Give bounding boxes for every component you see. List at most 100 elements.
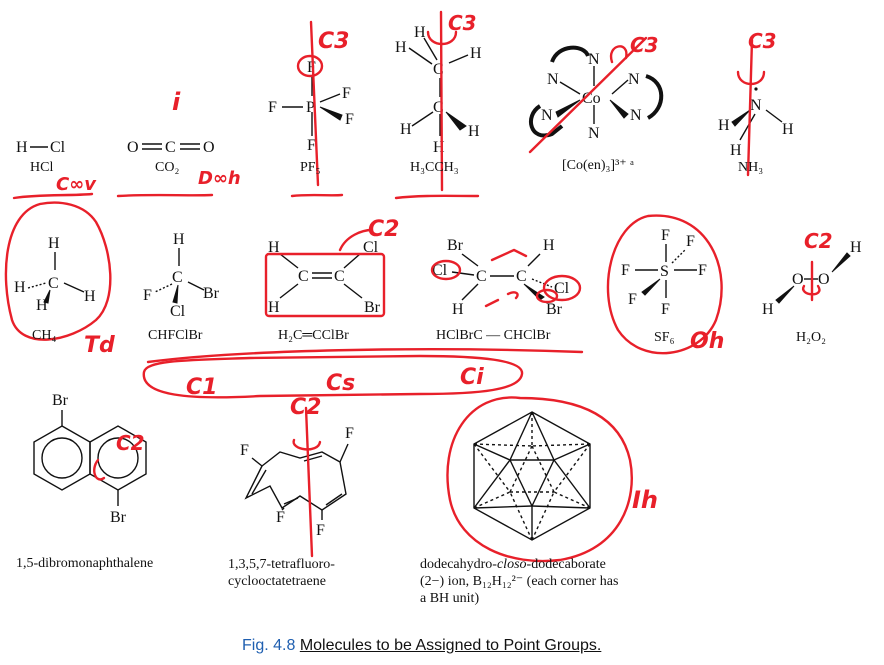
svg-text:Cl: Cl	[554, 280, 570, 297]
svg-text:Br: Br	[203, 285, 220, 302]
svg-text:F: F	[240, 442, 249, 459]
co2-structure: O C O	[127, 139, 215, 156]
svg-text:O: O	[203, 139, 215, 156]
sf6-structure: F F F S F F F	[621, 227, 707, 318]
annotation-c1: C1	[186, 375, 217, 400]
svg-text:H: H	[400, 121, 412, 138]
svg-text:Br: Br	[447, 237, 464, 254]
svg-text:F: F	[698, 262, 707, 279]
svg-text:F: F	[686, 233, 695, 250]
svg-text:H: H	[452, 301, 464, 318]
svg-text:F: F	[661, 301, 670, 318]
svg-text:F: F	[345, 425, 354, 442]
svg-text:P: P	[306, 99, 315, 116]
svg-text:O: O	[792, 271, 804, 288]
label-tetrafluoro-cot: 1,3,5,7-tetrafluoro- cyclooctatetraene	[228, 557, 335, 589]
svg-text:Cl: Cl	[432, 262, 448, 279]
svg-text:H: H	[433, 139, 445, 156]
svg-text:H: H	[414, 24, 426, 41]
annotation-cs: Cs	[326, 371, 355, 396]
label-chfclbr: CHFClBr	[148, 328, 203, 343]
figure-caption: Fig. 4.8 Molecules to be Assigned to Poi…	[242, 637, 601, 655]
svg-text:C: C	[334, 268, 345, 285]
annotation-c2-cot: C2	[290, 395, 321, 420]
svg-text:N: N	[588, 125, 600, 142]
annotation-c2-naph: C2	[116, 431, 145, 455]
annotation-dinfh: D∞h	[198, 168, 241, 189]
label-ch4: CH₄	[32, 328, 57, 343]
svg-text:F: F	[276, 509, 285, 526]
svg-text:O: O	[818, 271, 830, 288]
co-en3-structure: N N N N N N Co	[529, 45, 664, 142]
label-coen: [Co(en)₃]³⁺ ᵃ	[562, 158, 634, 173]
svg-text:C: C	[433, 99, 444, 116]
label-pf5: PF₅	[300, 160, 321, 175]
svg-text:N: N	[541, 107, 553, 124]
annotation-c3-coen: C3	[630, 33, 659, 57]
svg-text:C: C	[48, 275, 59, 292]
hcl-structure: H Cl	[16, 139, 66, 156]
label-h2o2: H₂O₂	[796, 330, 826, 345]
label-ethane: H₃CCH₃	[410, 160, 459, 175]
svg-text:S: S	[660, 263, 669, 280]
label-sf6: SF₆	[654, 330, 675, 345]
svg-text:C: C	[433, 61, 444, 78]
annotation-c3-nh3: C3	[748, 29, 777, 53]
h2c-cclbr-structure: H Cl C C H Br	[268, 239, 381, 316]
tetrafluoro-cot-structure: F F F F	[240, 425, 354, 539]
svg-text:H: H	[14, 279, 26, 296]
svg-text:N: N	[547, 71, 559, 88]
annotation-c3-pf5: C3	[318, 29, 349, 54]
svg-text:H: H	[762, 301, 774, 318]
annotation-ih: Ih	[632, 486, 658, 514]
annotation-td: Td	[84, 333, 115, 358]
svg-text:C: C	[172, 269, 183, 286]
nh3-structure: N H H H	[718, 87, 794, 159]
atom-cl: Cl	[50, 139, 66, 156]
svg-text:F: F	[307, 137, 316, 154]
svg-text:N: N	[630, 107, 642, 124]
svg-text:Cl: Cl	[170, 303, 186, 320]
svg-text:H: H	[543, 237, 555, 254]
svg-text:H: H	[850, 239, 862, 256]
svg-text:F: F	[345, 111, 354, 128]
svg-text:H: H	[48, 235, 60, 252]
chfclbr-structure: H C F Br Cl	[143, 231, 220, 320]
label-h2c-cclbr: H₂C═CClBr	[278, 328, 349, 343]
svg-text:H: H	[468, 123, 480, 140]
figure-number: Fig. 4.8	[242, 637, 296, 654]
pf5-structure: F P F F F F	[268, 59, 354, 154]
svg-text:N: N	[588, 51, 600, 68]
svg-text:C: C	[516, 268, 527, 285]
svg-text:F: F	[316, 522, 325, 539]
label-nh3: NH₃	[738, 160, 764, 175]
svg-text:Br: Br	[546, 301, 563, 318]
svg-text:F: F	[661, 227, 670, 244]
svg-text:Br: Br	[110, 509, 127, 526]
label-dodecaborate: dodecahydro-closo-dodecaborate (2−) ion,…	[420, 557, 619, 606]
svg-text:H: H	[84, 288, 96, 305]
svg-text:N: N	[750, 97, 762, 114]
label-hclbrc-chclbr: HClBrC — CHClBr	[436, 328, 551, 343]
svg-text:F: F	[628, 291, 637, 308]
svg-text:C: C	[165, 139, 176, 156]
svg-text:H: H	[730, 142, 742, 159]
svg-text:F: F	[307, 59, 316, 76]
label-dibromonaphthalene: 1,5-dibromonaphthalene	[16, 556, 154, 571]
annotation-c2-h2o2: C2	[804, 229, 833, 253]
annotation-c3-ethane: C3	[448, 11, 477, 35]
svg-text:Br: Br	[52, 392, 69, 409]
svg-text:H: H	[268, 299, 280, 316]
svg-text:F: F	[268, 99, 277, 116]
ch4-structure: H C H H H	[14, 235, 96, 314]
svg-text:F: F	[143, 287, 152, 304]
annotation-oh: Oh	[690, 329, 724, 354]
icosahedron-structure	[473, 411, 591, 541]
svg-text:H: H	[782, 121, 794, 138]
dibromonaphthalene-structure: Br Br	[33, 392, 147, 526]
label-hcl: HCl	[30, 160, 54, 175]
svg-text:F: F	[621, 262, 630, 279]
ethane-structure: H H H C C H H H	[395, 24, 482, 156]
svg-text:H: H	[268, 239, 280, 256]
